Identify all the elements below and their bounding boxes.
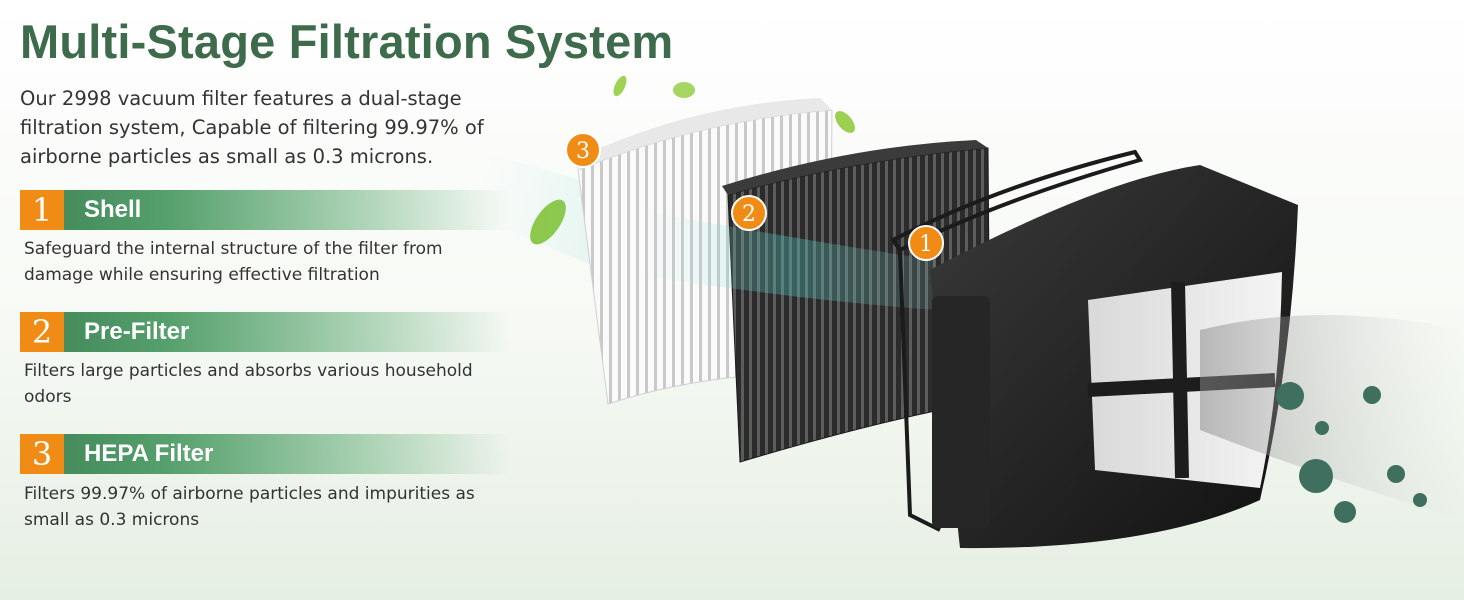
page-title: Multi-Stage Filtration System [20, 15, 674, 68]
stage-2-title: Pre-Filter [84, 318, 190, 345]
badge-3-icon: 3 [565, 132, 601, 168]
leaf-icon [530, 75, 855, 245]
germ-icon [1276, 382, 1427, 523]
hepa-filter-icon [574, 98, 833, 405]
intro-text: Our 2998 vacuum filter features a dual-s… [20, 87, 484, 168]
dirty-airflow [1200, 315, 1464, 520]
shell-icon [890, 149, 1298, 549]
badge-2-label: 2 [742, 202, 756, 227]
stage-1-title: Shell [84, 196, 142, 223]
badge-2-icon: 2 [731, 195, 767, 231]
badge-1-icon: 1 [908, 225, 944, 261]
stage-1-banner: 1 Shell [20, 190, 510, 230]
pre-filter-icon [722, 140, 991, 463]
stage-3-description: Filters 99.97% of airborne particles and… [24, 484, 475, 530]
stage-2-banner: 2 Pre-Filter [20, 312, 510, 352]
badge-1-label: 1 [919, 232, 933, 257]
stage-1-description: Safeguard the internal structure of the … [24, 239, 443, 285]
badge-3-label: 3 [576, 139, 590, 164]
stage-2-number: 2 [20, 312, 64, 352]
stage-2-description: Filters large particles and absorbs vari… [24, 361, 473, 407]
stage-3-number: 3 [20, 434, 64, 474]
stage-1-number: 1 [20, 190, 64, 230]
stage-3-title: HEPA Filter [84, 440, 214, 467]
airflow-stream [470, 150, 935, 320]
stage-3-banner: 3 HEPA Filter [20, 434, 510, 474]
